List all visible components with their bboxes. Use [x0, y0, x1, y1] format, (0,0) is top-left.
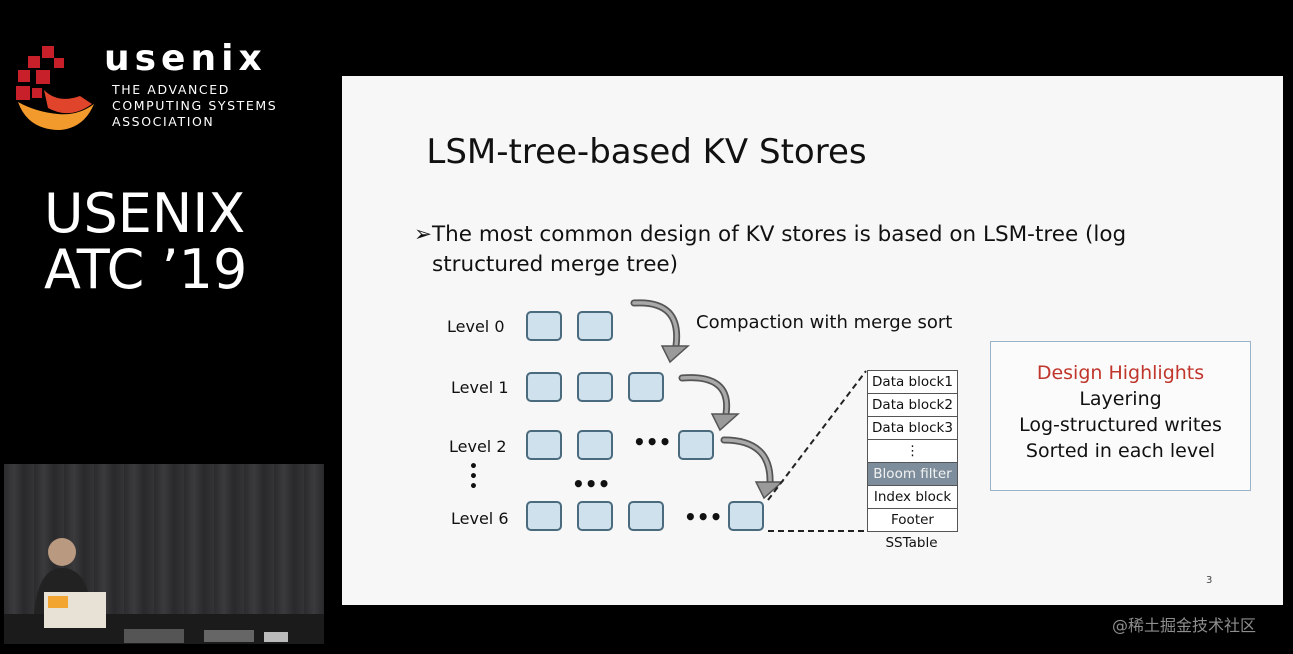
bullet-text-1: The most common design of KV stores is b…: [432, 222, 1127, 247]
arrowhead: [754, 481, 784, 500]
conference-title-line-1: USENIX: [44, 182, 246, 245]
l1-block: [628, 372, 664, 402]
conference-title-line-2: ATC ’19: [44, 238, 248, 301]
usenix-logo-icon: [16, 46, 94, 130]
compaction-arrow-icon: [720, 436, 774, 488]
ellipsis: •••: [684, 505, 723, 529]
design-highlights-box: Design Highlights Layering Log-structure…: [990, 341, 1251, 491]
slide-title: LSM-tree-based KV Stores: [426, 132, 867, 172]
sstable-row: ⋮: [868, 440, 957, 463]
association-line-3: ASSOCIATION: [112, 114, 215, 129]
l2-block: [678, 430, 714, 460]
sstable-row: Data block3: [868, 417, 957, 440]
slide-page-number: 3: [1206, 575, 1213, 586]
sstable-row: Footer: [868, 509, 957, 532]
sstable-row: Data block1: [868, 371, 957, 394]
l0-block: [526, 311, 562, 341]
l1-block: [526, 372, 562, 402]
association-line-2: COMPUTING SYSTEMS: [112, 98, 278, 113]
level-label-6: Level 6: [451, 509, 509, 528]
l2-block: [526, 430, 562, 460]
l6-block: [728, 501, 764, 531]
l6-block: [526, 501, 562, 531]
highlights-title: Design Highlights: [1036, 362, 1205, 384]
compaction-arrow-icon: [678, 374, 731, 418]
compaction-arrow-icon: [630, 299, 681, 350]
bullet-marker: ➢: [414, 222, 433, 247]
l6-block: [577, 501, 613, 531]
l0-block: [577, 311, 613, 341]
ellipsis: •••: [633, 430, 672, 454]
arrowhead: [710, 413, 740, 432]
sstable-row: Data block2: [868, 394, 957, 417]
level-label-2: Level 2: [449, 437, 507, 456]
presentation-slide: [342, 76, 1283, 605]
sstable-label: SSTable: [885, 535, 938, 551]
l2-block: [577, 430, 613, 460]
compaction-label: Compaction with merge sort: [696, 312, 953, 333]
vertical-ellipsis: •••: [469, 459, 478, 495]
sstable: Data block1 Data block2 Data block3 ⋮ Bl…: [867, 370, 958, 532]
sstable-row-bloom-filter: Bloom filter: [868, 463, 957, 486]
sstable-row: Index block: [868, 486, 957, 509]
highlight-item: Sorted in each level: [1025, 440, 1216, 462]
speaker-video: [4, 464, 324, 644]
highlight-item: Layering: [1079, 388, 1162, 410]
association-line-1: THE ADVANCED: [112, 82, 230, 97]
bullet-line-1: ➢The most common design of KV stores is …: [414, 222, 1126, 247]
conference-title: USENIX ATC ’19: [44, 186, 247, 298]
arrowhead: [660, 345, 690, 364]
l6-block: [628, 501, 664, 531]
level-label-0: Level 0: [447, 317, 505, 336]
speaker-scene: [4, 538, 324, 644]
usenix-wordmark: usenix: [104, 38, 267, 79]
ellipsis: •••: [572, 472, 611, 496]
l1-block: [577, 372, 613, 402]
bullet-line-2: structured merge tree): [432, 252, 679, 277]
highlight-item: Log-structured writes: [1019, 414, 1222, 436]
watermark: @稀土掘金技术社区: [1112, 616, 1257, 635]
level-label-1: Level 1: [451, 378, 509, 397]
